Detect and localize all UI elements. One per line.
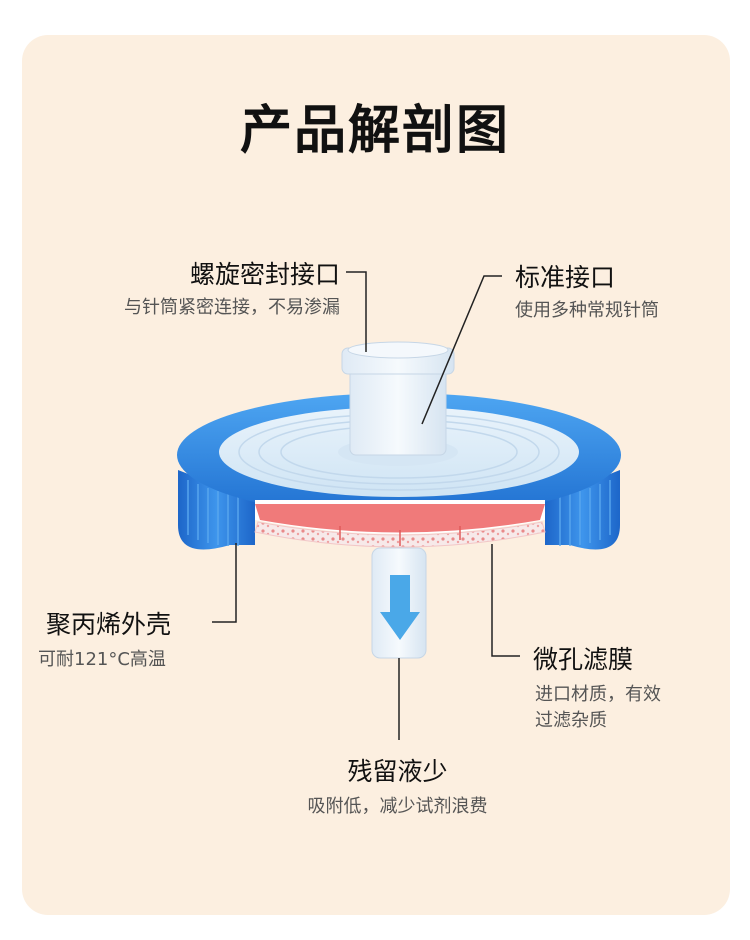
leader-shell: [212, 543, 237, 623]
membrane-label: 微孔滤膜: [533, 645, 634, 674]
standard-interface-desc: 使用多种常规针筒: [515, 300, 659, 321]
residue-label: 残留液少: [347, 757, 448, 786]
membrane-layers: [254, 500, 546, 548]
page-title: 产品解剖图: [239, 101, 510, 161]
seal-interface-desc: 与针筒紧密连接，不易渗漏: [124, 297, 340, 318]
residue-desc: 吸附低，减少试剂浪费: [307, 796, 488, 817]
shell-label: 聚丙烯外壳: [46, 610, 172, 639]
flow-arrow-icon: [380, 575, 420, 640]
membrane-desc-line2: 过滤杂质: [535, 710, 607, 731]
leader-membrane: [491, 544, 520, 657]
leader-standard: [421, 275, 502, 425]
shell-desc: 可耐121°C高温: [38, 649, 166, 670]
leader-lines: [212, 271, 520, 740]
leader-seal: [346, 271, 367, 352]
membrane-desc-line1: 进口材质，有效: [535, 684, 661, 705]
inlet-connector: [338, 341, 458, 466]
outlet-tube: [371, 547, 427, 659]
seal-interface-label: 螺旋密封接口: [189, 260, 340, 289]
standard-interface-label: 标准接口: [515, 263, 616, 292]
